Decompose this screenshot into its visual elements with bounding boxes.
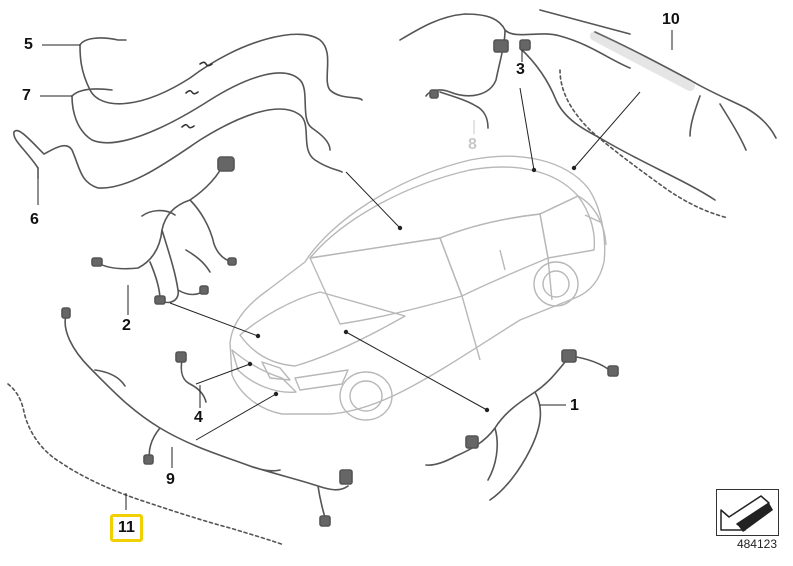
car-outline-icon (229, 155, 607, 421)
harness-6 (13, 108, 343, 189)
leader-lines (37, 30, 673, 510)
harness-7 (71, 72, 331, 151)
callout-11: 11 (110, 514, 143, 542)
callout-4: 4 (194, 409, 203, 426)
legend-box (716, 489, 779, 536)
harness-2 (95, 159, 233, 304)
callout-2: 2 (122, 317, 131, 334)
harness-9 (64, 314, 349, 521)
harness-10 (539, 9, 777, 151)
callout-10: 10 (662, 11, 680, 28)
harness-11 (7, 383, 285, 546)
wiring-harnesses (7, 9, 777, 546)
part-number: 484123 (736, 537, 777, 551)
harness-1 (425, 355, 613, 501)
harness-3 (399, 13, 716, 201)
callout-1: 1 (570, 397, 579, 414)
callout-3: 3 (516, 61, 525, 78)
callout-8: 8 (468, 136, 477, 153)
harness-8 (439, 91, 489, 129)
arrow-direction-icon (720, 495, 773, 532)
leader-points (247, 165, 577, 413)
callout-7: 7 (22, 87, 31, 104)
callout-6: 6 (30, 211, 39, 228)
harness-4 (180, 359, 207, 403)
callout-5: 5 (24, 36, 33, 53)
callout-9: 9 (166, 471, 175, 488)
